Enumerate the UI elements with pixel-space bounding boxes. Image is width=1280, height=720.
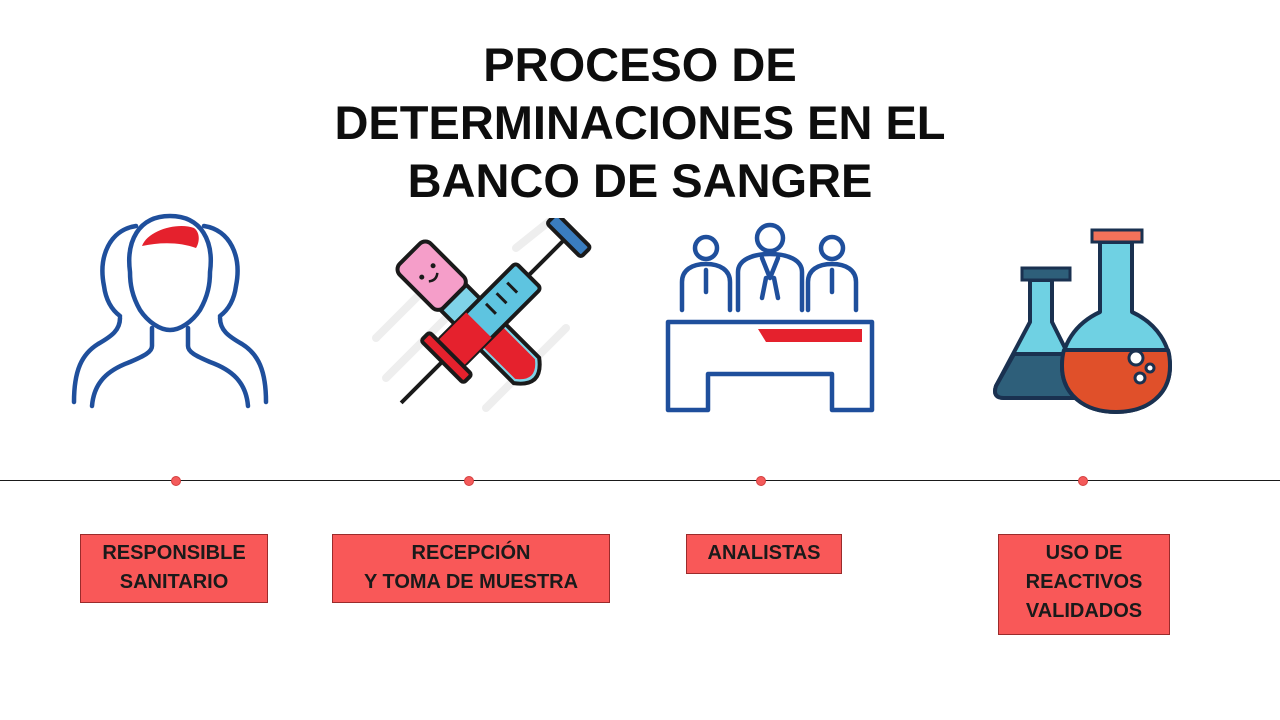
timeline-dot-3	[756, 476, 766, 486]
syringe-test-tube-icon	[372, 218, 592, 412]
step-label-recepcion: RECEPCIÓN Y TOMA DE MUESTRA	[332, 534, 610, 603]
timeline-line	[0, 480, 1280, 481]
step-label-line: ANALISTAS	[707, 542, 821, 564]
title-line-2: DETERMINACIONES EN EL	[334, 96, 946, 149]
analysts-team-icon	[665, 222, 875, 413]
person-head-icon	[71, 213, 269, 409]
title-line-1: PROCESO DE	[483, 38, 797, 91]
step-label-analistas: ANALISTAS	[686, 534, 842, 574]
timeline-dot-1	[171, 476, 181, 486]
step-label-line: VALIDADOS	[1025, 600, 1143, 622]
timeline-dot-4	[1078, 476, 1088, 486]
timeline-dot-2	[464, 476, 474, 486]
step-label-line: RESPONSIBLE	[102, 542, 246, 564]
step-label-line: SANITARIO	[119, 571, 229, 593]
step-label-line: USO DE	[1045, 542, 1123, 564]
step-label-line: Y TOMA DE MUESTRA	[363, 571, 579, 593]
title-line-3: BANCO DE SANGRE	[407, 154, 873, 207]
step-label-reactivos: USO DE REACTIVOS VALIDADOS	[998, 534, 1170, 635]
lab-flasks-icon	[993, 228, 1172, 414]
step-label-line: RECEPCIÓN	[411, 542, 531, 564]
step-label-line: REACTIVOS	[1025, 571, 1143, 593]
page-title: PROCESO DE DETERMINACIONES EN EL BANCO D…	[240, 36, 1040, 210]
step-label-responsible: RESPONSIBLE SANITARIO	[80, 534, 268, 603]
